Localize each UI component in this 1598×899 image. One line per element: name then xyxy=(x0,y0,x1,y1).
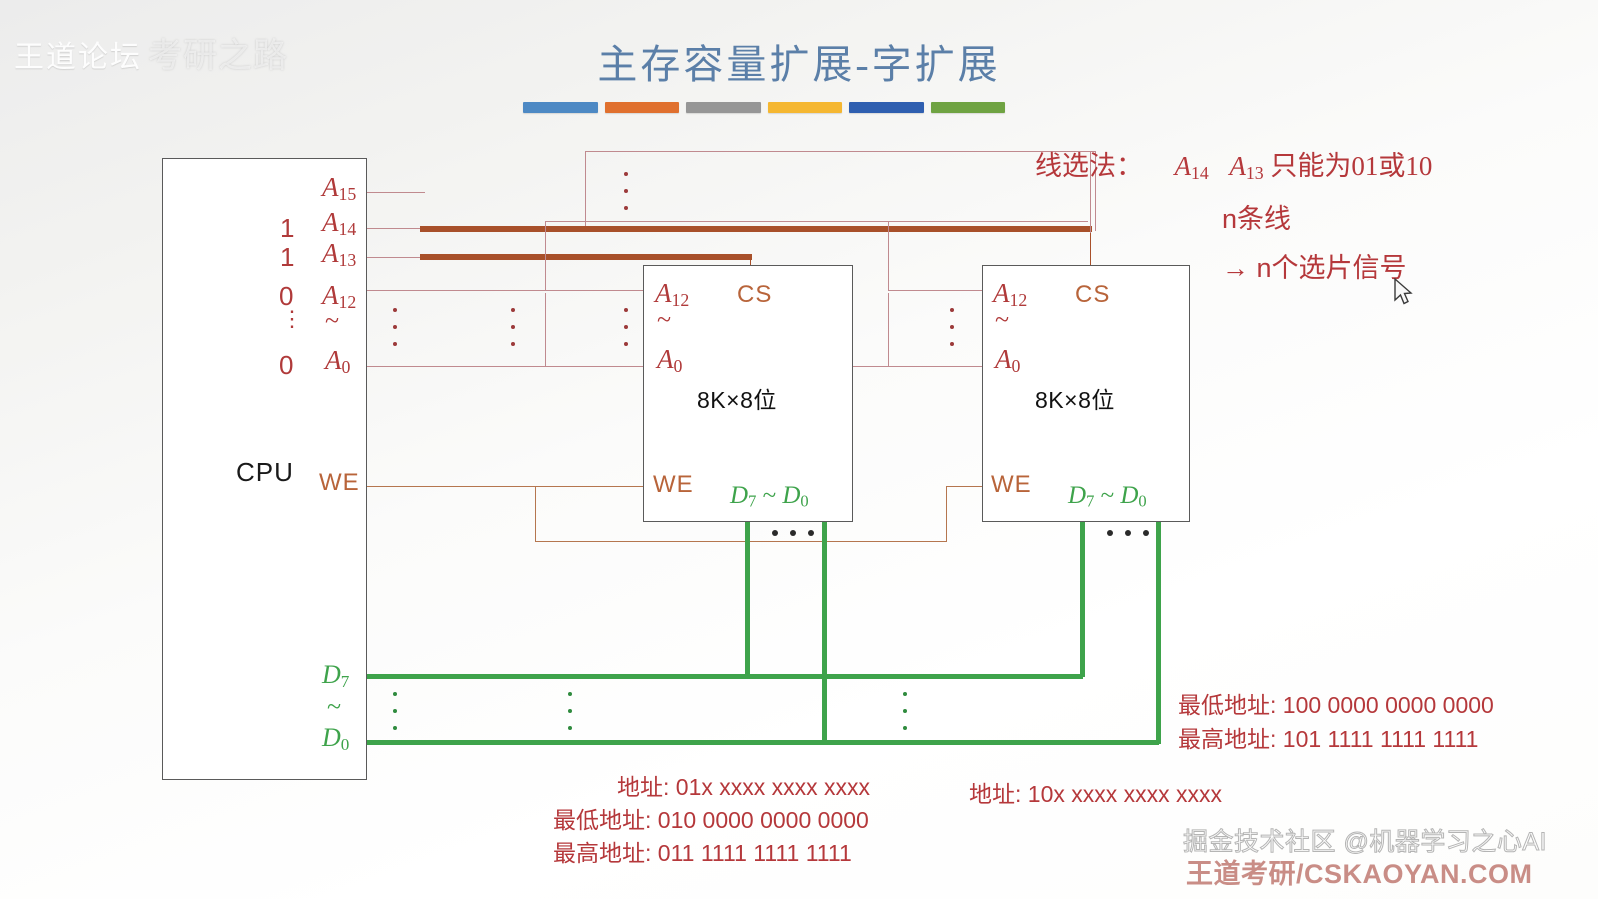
wire-we-main xyxy=(367,486,645,487)
address-bus-dots-1 xyxy=(393,308,397,359)
memory-chip-1-box xyxy=(643,265,853,522)
cpu-label: CPU xyxy=(236,457,294,487)
wire-chip1-d0-drop xyxy=(822,522,827,744)
chip2-capacity: 8K×8位 xyxy=(1035,387,1115,413)
wire-a0-rail xyxy=(367,366,655,367)
mouse-cursor xyxy=(1394,278,1413,305)
watermark-bottom-red: 王道考研/CSKAOYAN.COM xyxy=(1186,859,1533,889)
accent-bar-5 xyxy=(849,102,924,113)
accent-bar-4 xyxy=(767,102,842,113)
address-bus-dots-2 xyxy=(511,308,515,359)
wire-chip1-d7-drop xyxy=(745,522,750,677)
annotation-n-lines: n条线 xyxy=(1222,204,1292,234)
cpu-pin-data-tilde: ~ xyxy=(327,692,342,721)
accent-bar-2 xyxy=(604,102,679,113)
wire-a12-branch-v xyxy=(545,221,546,291)
wire-a0-chip2-v xyxy=(888,293,889,367)
chip2-pin-a12: A12 xyxy=(993,278,1028,310)
cpu-pin-addr-tilde: ~ xyxy=(325,306,340,335)
wire-a14-bus xyxy=(420,226,1092,232)
chip2-pin-cs: CS xyxy=(1075,281,1111,308)
wire-chip2-d0-drop xyxy=(1156,522,1161,744)
chip2-data-label: D7 ~ D0 xyxy=(1068,482,1147,511)
chip1-pin-a0: A0 xyxy=(657,344,683,376)
wire-a13-bus xyxy=(420,254,752,260)
chip1-data-label: D7 ~ D0 xyxy=(730,482,809,511)
wire-a14-to-cs2 xyxy=(1090,228,1091,266)
annotation-chip2-address: 地址: 10x xxxx xxxx xxxx xyxy=(969,781,1223,807)
annotation-chip1-low-address: 最低地址: 010 0000 0000 0000 xyxy=(553,807,869,833)
annotation-n-signals: → n个选片信号 xyxy=(1222,253,1407,283)
wire-a12-chip2 xyxy=(888,290,986,291)
cpu-pin-a12: A12 xyxy=(322,280,357,312)
cpu-box xyxy=(162,158,367,780)
accent-bar-6 xyxy=(930,102,1005,113)
wire-right-vert xyxy=(1090,151,1091,233)
data-bus-dots-1 xyxy=(393,692,397,743)
wire-d7-rail xyxy=(367,674,1083,679)
cpu-bit-a13: 1 xyxy=(280,242,295,272)
accent-bar-1 xyxy=(523,102,598,113)
cpu-pin-we: WE xyxy=(319,469,360,496)
wire-a13-stub xyxy=(367,257,424,258)
watermark-top-left: 王道论坛 xyxy=(14,41,142,74)
cpu-pin-a14: A14 xyxy=(322,207,357,239)
wire-a14-stub xyxy=(367,228,424,229)
memory-chip-2-box xyxy=(982,265,1190,522)
chip2-data-dots xyxy=(1107,530,1149,536)
chip1-addr-tilde: ~ xyxy=(657,305,672,334)
wire-we-drop xyxy=(535,486,536,542)
annotation-chip2-low-address: 最低地址: 100 0000 0000 0000 xyxy=(1178,692,1494,718)
chip2-pin-a0: A0 xyxy=(995,344,1021,376)
page-title: 主存容量扩展-字扩展 xyxy=(597,42,1001,87)
annotation-chip2-high-address: 最高地址: 101 1111 1111 1111 xyxy=(1178,726,1479,752)
chip1-capacity: 8K×8位 xyxy=(697,387,777,413)
wire-a0-branch-v xyxy=(545,293,546,367)
address-bus-dots-3 xyxy=(624,308,628,359)
cpu-pin-a0: A0 xyxy=(325,345,351,377)
wire-we-bottom xyxy=(535,541,947,542)
wire-a15-top xyxy=(585,151,1095,152)
watermark-bottom-gray: 掘金技术社区 @机器学习之心AI xyxy=(1183,828,1547,857)
cpu-pin-a15: A15 xyxy=(322,172,357,204)
chip2-pin-we: WE xyxy=(991,471,1032,498)
accent-bar-3 xyxy=(686,102,761,113)
wire-we-chip2 xyxy=(946,486,984,487)
cpu-bit-a12: 0 xyxy=(279,281,294,311)
chip1-pin-cs: CS xyxy=(737,281,773,308)
cpu-bit-a14: 1 xyxy=(280,213,295,243)
title-accent-bars xyxy=(523,102,1005,114)
wire-chip2-d7-drop xyxy=(1080,522,1085,677)
cpu-bit-a0: 0 xyxy=(279,350,294,380)
address-bus-dots-4 xyxy=(950,308,954,359)
cpu-pin-d7: D7 xyxy=(322,660,350,691)
chip2-addr-tilde: ~ xyxy=(995,305,1010,334)
annotation-line-selection: 线选法： A14 A13 只能为01或10 xyxy=(1035,151,1433,183)
address-bus-dots-top xyxy=(624,172,628,223)
cpu-pin-d0: D0 xyxy=(322,723,350,754)
wire-a13-to-cs1 xyxy=(750,257,751,267)
wire-a12-branch-h xyxy=(545,221,1088,222)
cpu-bit-mid: ⋮ xyxy=(281,306,303,331)
annotation-chip1-address: 地址: 01x xxxx xxxx xxxx xyxy=(617,774,871,800)
wire-a12-branch-drop xyxy=(888,221,889,291)
wire-a15-h xyxy=(367,192,425,193)
wire-we-rise xyxy=(946,486,947,542)
wire-a15-v xyxy=(585,151,586,226)
watermark-top-left-faint: 考研之路 xyxy=(148,37,288,75)
annotation-chip1-high-address: 最高地址: 011 1111 1111 1111 xyxy=(553,840,852,866)
wire-a12-rail xyxy=(367,290,652,291)
data-bus-dots-3 xyxy=(903,692,907,743)
chip1-pin-we: WE xyxy=(653,471,694,498)
chip1-data-dots xyxy=(772,530,814,536)
cpu-pin-a13: A13 xyxy=(322,238,357,270)
wire-a15-drop xyxy=(1095,151,1096,231)
wire-d0-rail xyxy=(367,740,1159,745)
data-bus-dots-2 xyxy=(568,692,572,743)
chip1-pin-a12: A12 xyxy=(655,278,690,310)
